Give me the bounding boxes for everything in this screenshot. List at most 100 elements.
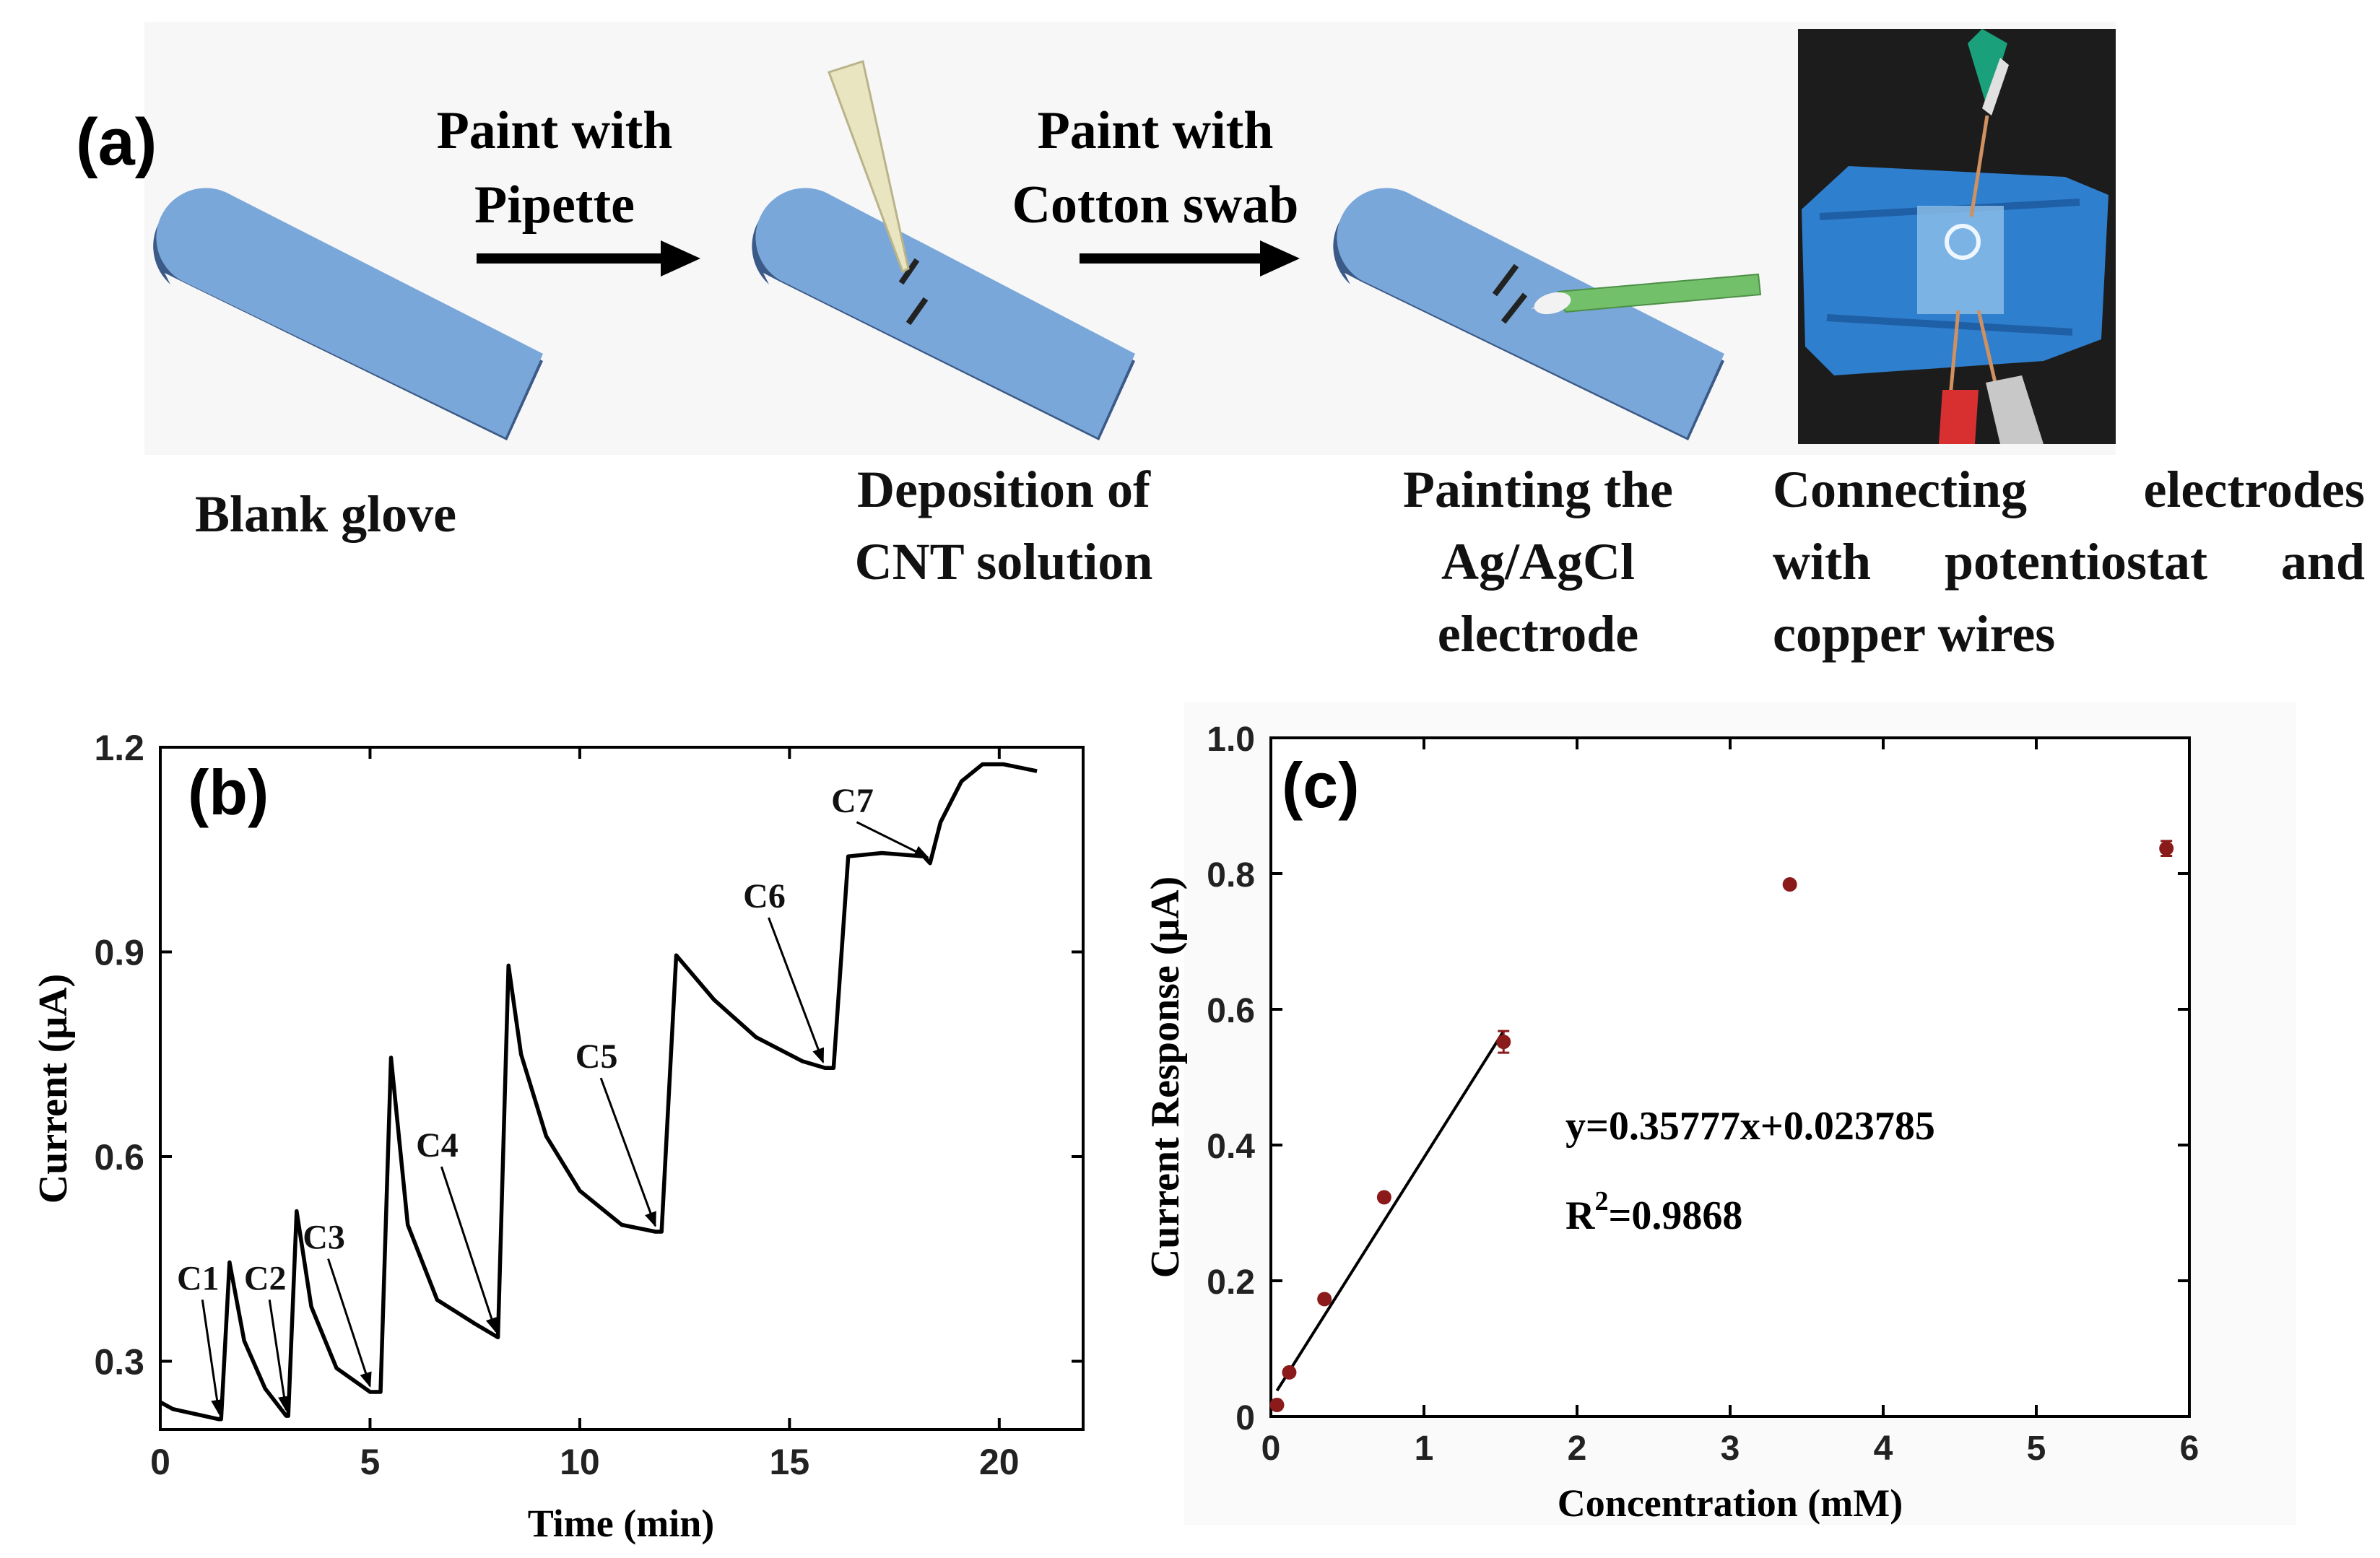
r-squared-value: =0.9868	[1608, 1193, 1742, 1238]
x-tick-label: 10	[560, 1442, 600, 1482]
cnt-glove-strip	[752, 60, 1135, 440]
x-axis-ticks: 0 5 10 15 20	[150, 747, 1020, 1482]
annotation-label-c2: C2	[244, 1259, 287, 1297]
arrow1-text-line1: Paint with	[437, 101, 673, 160]
caption-connecting: Connecting electrodes with potentiostat …	[1773, 453, 2365, 670]
y-axis-ticks: 0 0.2 0.4 0.6 0.8 1.0	[1207, 721, 2189, 1437]
photo-green-clip	[1968, 29, 2007, 108]
caption-painting: Painting the Ag/AgCl electrode	[1350, 453, 1726, 670]
y-tick-label: 1.0	[1207, 721, 1255, 759]
photo-tape	[1917, 206, 2004, 314]
annotation-arrow	[856, 821, 929, 858]
x-axis-ticks: 0 1 2 3 4 5 6	[1261, 738, 2199, 1468]
panel-a: (a) Paint with Pipette Paint with Cotton…	[76, 22, 2116, 455]
data-point	[1269, 1398, 1285, 1413]
photo-copper-wire	[1969, 115, 1989, 217]
annotation-arrow	[201, 1300, 223, 1415]
current-time-series	[159, 762, 1038, 1422]
glove-strip-top	[755, 188, 1135, 438]
annotation-arrow	[268, 1300, 290, 1412]
arrow1-icon	[477, 240, 700, 277]
glove-photo	[1798, 29, 2116, 444]
x-tick-label: 15	[770, 1442, 810, 1482]
y-tick-label: 1.2	[94, 728, 144, 768]
x-tick-label: 0	[1261, 1429, 1281, 1468]
swab-cotton-icon	[1534, 292, 1571, 315]
x-tick-label: 5	[2027, 1429, 2046, 1468]
annotation-label-c7: C7	[831, 782, 874, 820]
annotation-label-c5: C5	[576, 1037, 618, 1076]
data-point	[1282, 1365, 1297, 1380]
data-point	[1496, 1035, 1511, 1050]
glove-strip-top	[156, 188, 544, 438]
y-axis-title-c: Current Response (μA)	[1143, 876, 1188, 1278]
caption-blank-glove: Blank glove	[195, 485, 457, 543]
y-tick-label: 0.9	[94, 933, 144, 973]
pipette-tip-icon	[828, 60, 910, 274]
annotation-label-c1: C1	[177, 1259, 220, 1297]
y-tick-label: 0	[1235, 1399, 1255, 1437]
y-tick-label: 0.8	[1207, 856, 1255, 895]
cnt-electrode-mark	[898, 258, 920, 285]
arrow1-text-line2: Pipette	[474, 175, 635, 235]
caption-deposition-line2: CNT solution	[854, 533, 1153, 591]
x-axis-title-b: Time (min)	[528, 1502, 714, 1545]
cnt-electrode-mark	[1492, 264, 1519, 297]
annotation-label-c4: C4	[416, 1126, 459, 1165]
data-point	[1376, 1190, 1391, 1205]
caption-connecting-line1: Connecting electrodes	[1773, 461, 2365, 518]
fit-equation: y=0.35777x+0.023785	[1565, 1104, 1935, 1149]
annotation-arrow	[440, 1166, 498, 1333]
x-tick-label: 4	[1874, 1429, 1893, 1468]
photo-clip-jaw	[1982, 58, 2009, 116]
y-tick-label: 0.3	[94, 1342, 144, 1383]
caption-connecting-line3: copper wires	[1773, 605, 2056, 663]
y-tick-label: 0.4	[1207, 1128, 1255, 1166]
annotation-arrow	[327, 1258, 372, 1388]
annotation-arrow	[768, 917, 825, 1064]
blank-glove-strip	[153, 188, 544, 440]
x-tick-label: 0	[150, 1442, 170, 1482]
caption-painting-line1: Painting the	[1402, 461, 1674, 518]
concentration-annotations: C1 C2 C3 C4 C5 C6 C7	[177, 782, 929, 1415]
panel-c-chart: (c) 0 0.2 0.4 0.6 0.8 1.0 0 1 2 3 4 5 6 y=0.35777x+…	[1143, 702, 2296, 1525]
annotation-label-c3: C3	[303, 1219, 345, 1257]
arrow2-text-line2: Cotton swab	[1012, 175, 1299, 235]
caption-painting-line3: electrode	[1437, 605, 1639, 663]
arrow2-text-line1: Paint with	[1038, 101, 1274, 160]
caption-connecting-line2: with potentiostat and	[1773, 533, 2365, 591]
x-tick-label: 6	[2180, 1429, 2199, 1468]
x-tick-label: 1	[1415, 1429, 1434, 1468]
y-axis-ticks: 0.3 0.6 0.9 1.2	[94, 728, 1083, 1383]
plot-frame-b	[159, 746, 1085, 1431]
agcl-glove-strip	[1333, 188, 1762, 440]
x-tick-label: 3	[1721, 1429, 1740, 1468]
panel-b-chart: (b) 0.3 0.6 0.9 1.2 0 5 10 15 20 C1 C2 C3 C4 C5 C6 C7…	[31, 728, 1085, 1545]
data-point	[1317, 1292, 1332, 1307]
caption-deposition-line1: Deposition of	[856, 461, 1151, 518]
y-tick-label: 0.6	[1207, 992, 1255, 1030]
cnt-electrode-mark	[1500, 292, 1528, 324]
x-tick-label: 5	[360, 1442, 381, 1482]
r-squared-superscript: 2	[1594, 1186, 1608, 1217]
arrow2-icon	[1080, 240, 1300, 277]
x-tick-label: 2	[1568, 1429, 1587, 1468]
annotation-arrow	[599, 1077, 656, 1227]
y-tick-label: 0.2	[1207, 1263, 1255, 1302]
photo-electrode	[1945, 224, 1981, 260]
panel-a-label: (a)	[76, 105, 157, 179]
plot-frame-c	[1269, 736, 2191, 1418]
panel-b-label: (b)	[188, 757, 269, 828]
cnt-electrode-mark	[905, 297, 929, 326]
r-squared: R2=0.9868	[1565, 1186, 1742, 1238]
data-point	[1782, 877, 1797, 892]
y-tick-label: 0.6	[94, 1137, 144, 1178]
annotation-label-c6: C6	[743, 877, 786, 915]
panel-c-label: (c)	[1282, 749, 1360, 821]
glove-strip-top	[1337, 188, 1724, 438]
y-axis-title-b: Current (μA)	[31, 974, 76, 1204]
x-tick-label: 20	[979, 1442, 1020, 1482]
r-squared-prefix: R	[1565, 1193, 1595, 1238]
photo-red-clip	[1939, 390, 1979, 444]
